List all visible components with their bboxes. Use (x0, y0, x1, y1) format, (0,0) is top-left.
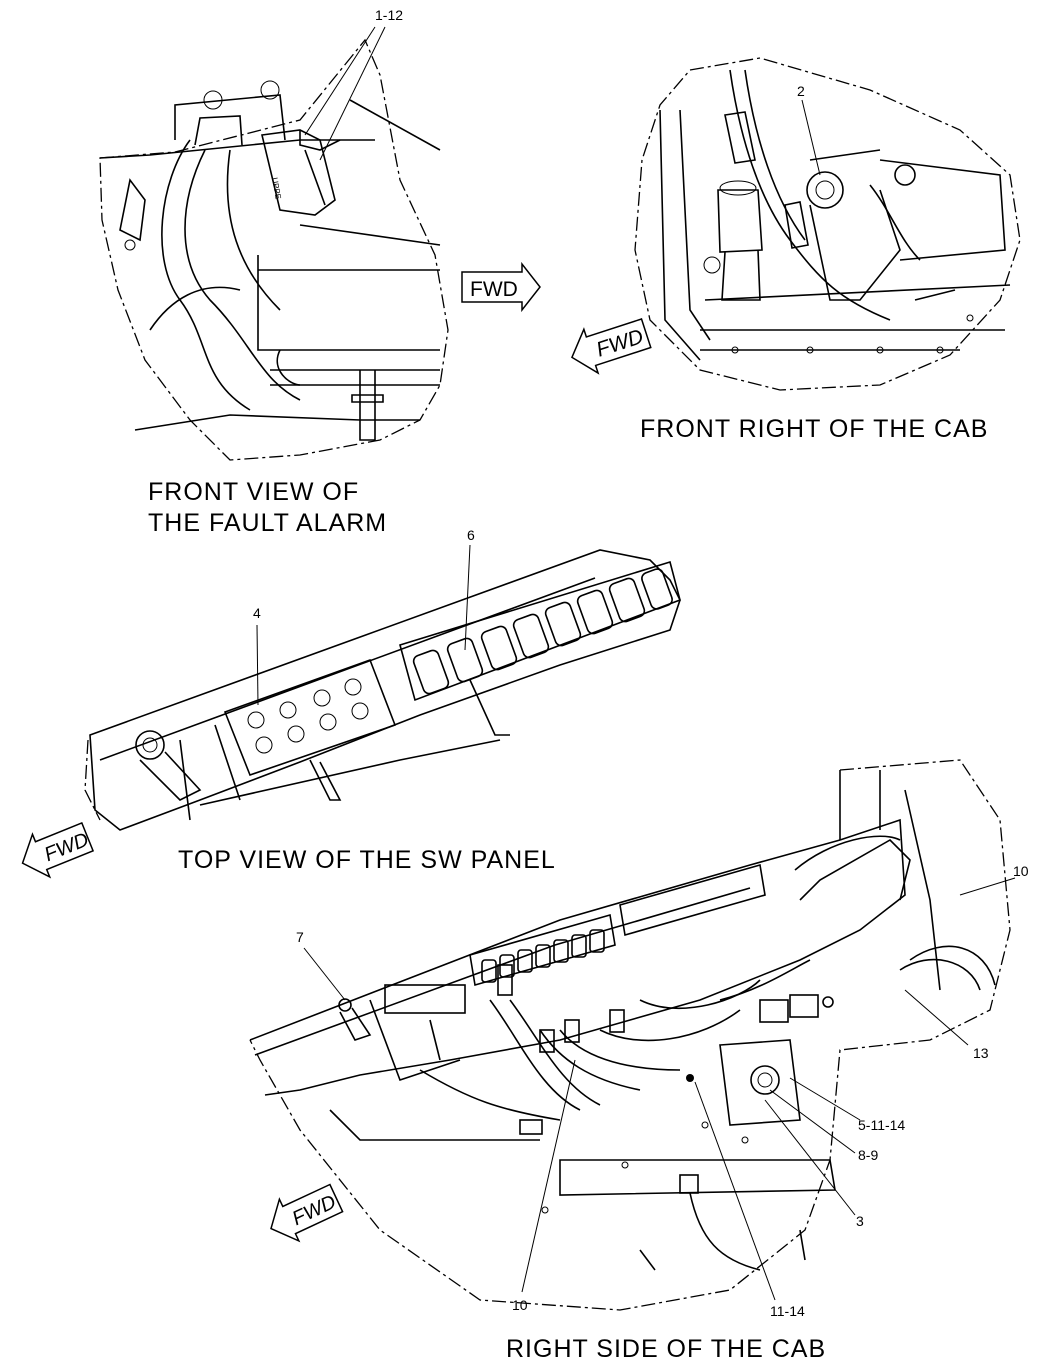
callout-11-14: 11-14 (770, 1303, 805, 1319)
svg-text:FWD: FWD (470, 278, 518, 301)
callout-3: 3 (856, 1213, 864, 1229)
callout-8-9: 8-9 (858, 1147, 878, 1163)
callout-10-bottom: 10 (512, 1297, 528, 1313)
sw-panel-caption: TOP VIEW OF THE SW PANEL (178, 846, 556, 874)
cab-front-right-caption: FRONT RIGHT OF THE CAB (640, 415, 988, 443)
callout-5-11-14: 5-11-14 (858, 1117, 905, 1133)
callout-1-12: 1-12 (375, 7, 403, 23)
callout-2: 2 (797, 83, 805, 99)
svg-text:UPPE: UPPE (270, 177, 283, 200)
cab-right-side-view (249, 759, 1016, 1311)
callout-13: 13 (973, 1045, 989, 1061)
cab-front-right-view (634, 57, 1021, 391)
callout-7: 7 (296, 929, 304, 945)
rocker-switch-bank (481, 929, 605, 983)
sw-panel-view (84, 544, 681, 831)
fwd-arrow-left-icon: FWD (270, 1183, 344, 1243)
fault-alarm-view: UPPE (99, 26, 449, 461)
fwd-arrow-right-icon: FWD (461, 261, 541, 313)
fwd-arrow-left-icon: FWD (571, 318, 652, 375)
rocker-switch-bank (412, 568, 673, 695)
callout-10-top: 10 (1013, 863, 1029, 879)
callout-6: 6 (467, 527, 475, 543)
cab-right-side-caption: RIGHT SIDE OF THE CAB (506, 1335, 826, 1363)
fault-alarm-caption-line1: FRONT VIEW OF (148, 478, 359, 506)
fault-alarm-caption-line2: THE FAULT ALARM (148, 509, 387, 537)
fwd-arrow-left-icon: FWD (21, 822, 95, 879)
callout-4: 4 (253, 605, 261, 621)
